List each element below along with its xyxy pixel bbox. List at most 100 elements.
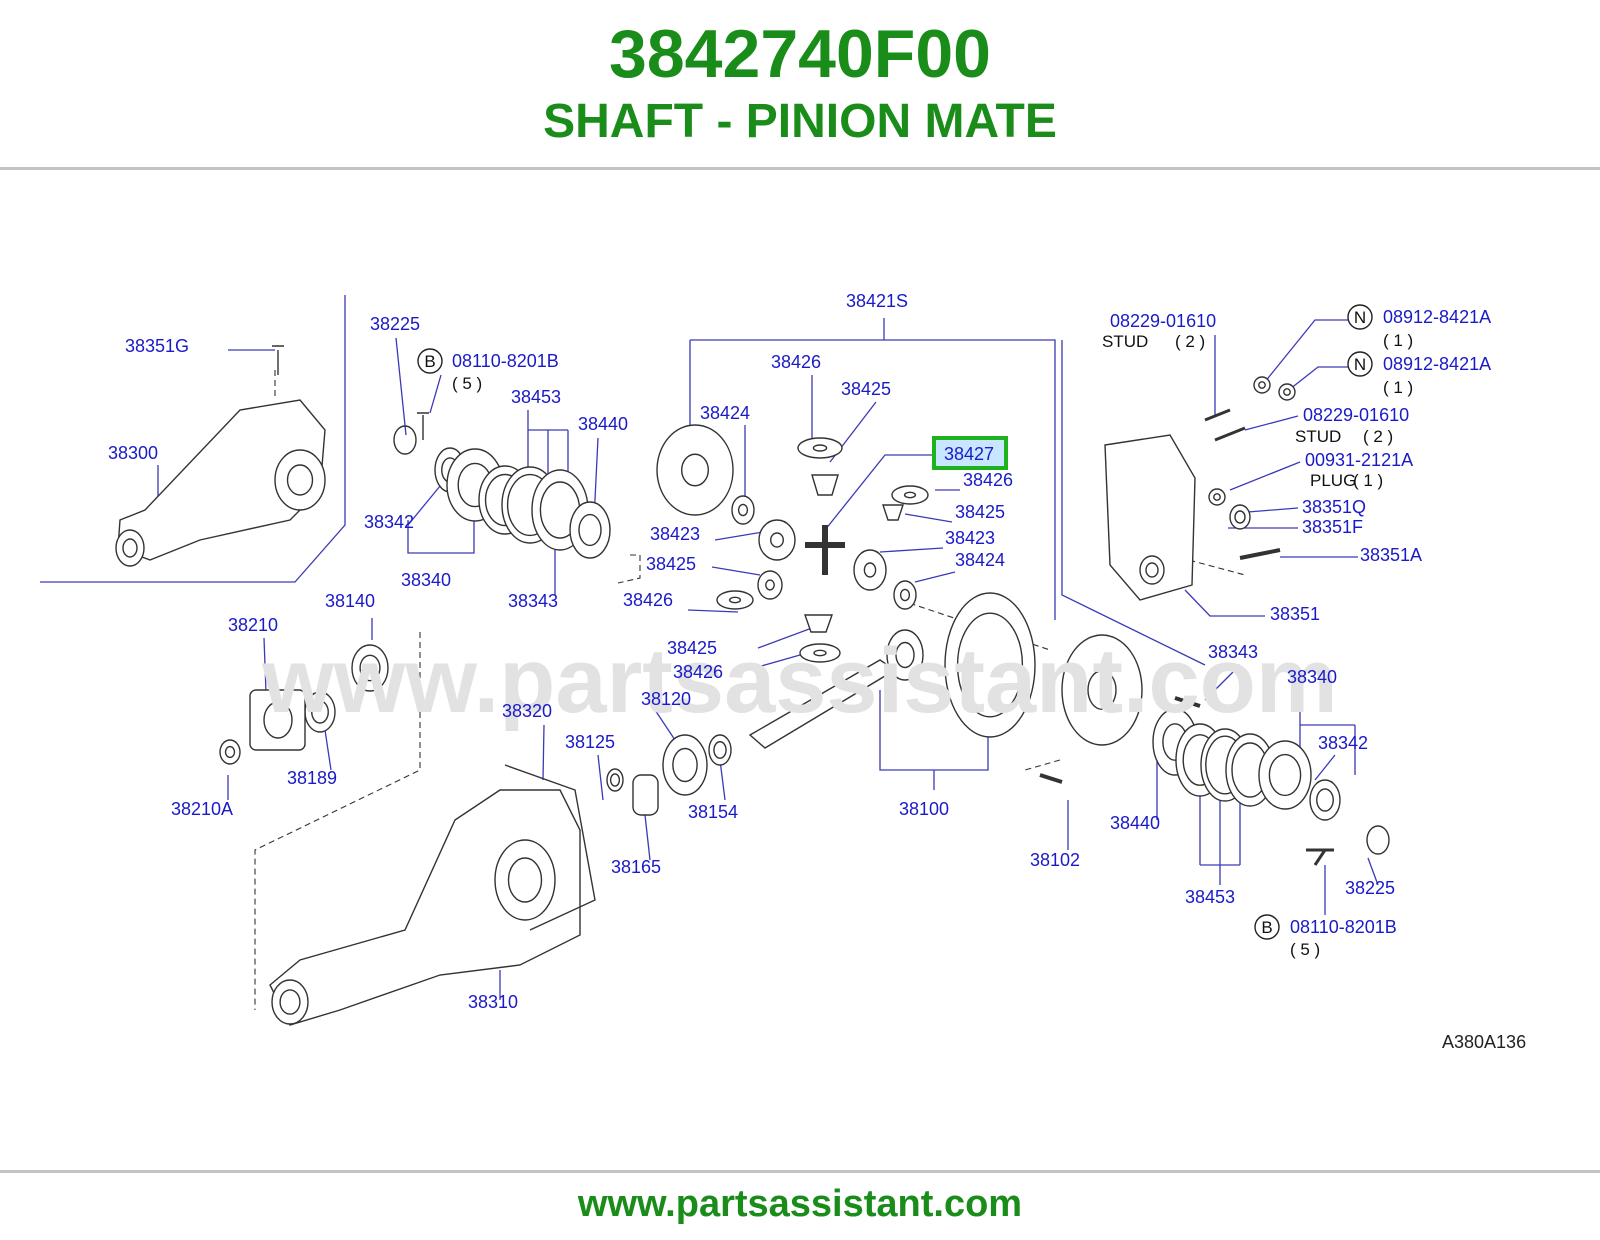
rear-cover: [1104, 434, 1196, 601]
bearing-retainer-b: [1258, 740, 1312, 810]
part-label-plug: PLUG: [1310, 471, 1356, 490]
part-label-l38351Q[interactable]: 38351Q: [1302, 497, 1366, 517]
part-label-l38140[interactable]: 38140: [325, 591, 375, 611]
leader-line: [719, 759, 726, 801]
front-bearing: [351, 644, 389, 692]
leader-line: [879, 547, 944, 553]
part-label-l38453a[interactable]: 38453: [511, 387, 561, 407]
pinion-shim: [708, 734, 732, 766]
leader-line: [1204, 664, 1241, 701]
part-label-l08912a[interactable]: 08912-8421A: [1383, 307, 1491, 327]
o-ring-b: [1366, 825, 1390, 855]
thrust-washer-b-bore: [899, 588, 911, 602]
leader-line: [1247, 507, 1299, 513]
part-label-q2a: ( 2 ): [1175, 332, 1205, 351]
part-label-l08912b[interactable]: 08912-8421A: [1383, 354, 1491, 374]
leader-line: [542, 724, 545, 781]
side-gear-b-bore: [863, 562, 877, 578]
part-label-l38424b[interactable]: 38424: [955, 550, 1005, 570]
leader-line: [1284, 366, 1348, 394]
part-label-l38210[interactable]: 38210: [228, 615, 278, 635]
oil-seal-b: [1309, 779, 1341, 821]
leader-line: [40, 295, 346, 583]
part-label-l00931[interactable]: 00931-2121A: [1305, 450, 1413, 470]
cover-nut-a-bore: [1258, 381, 1266, 389]
part-label-l38351G[interactable]: 38351G: [125, 336, 189, 356]
leader-line: [407, 479, 446, 526]
part-label-l38120[interactable]: 38120: [641, 689, 691, 709]
part-label-l38425c[interactable]: 38425: [646, 554, 696, 574]
part-label-l38423a[interactable]: 38423: [650, 524, 700, 544]
part-label-l38320[interactable]: 38320: [502, 701, 552, 721]
part-label-l38421S[interactable]: 38421S: [846, 291, 908, 311]
part-label-l38425a[interactable]: 38425: [841, 379, 891, 399]
pinion-mate-gear-b: [882, 504, 904, 521]
part-label-l38351[interactable]: 38351: [1270, 604, 1320, 624]
side-gear-c: [757, 570, 783, 600]
part-number-title: 3842740F00: [609, 16, 991, 92]
part-label-l38225a[interactable]: 38225: [370, 314, 420, 334]
part-label-l38225b[interactable]: 38225: [1345, 878, 1395, 898]
part-label-l38210A[interactable]: 38210A: [171, 799, 233, 819]
part-label-b2: B: [1261, 918, 1272, 937]
part-label-l38426c[interactable]: 38426: [623, 590, 673, 610]
part-label-l08229a[interactable]: 08229-01610: [1110, 311, 1216, 331]
part-label-l38425b[interactable]: 38425: [955, 502, 1005, 522]
carrier-housing-flange-bore: [507, 857, 543, 903]
part-label-l08110a[interactable]: 08110-8201B: [452, 351, 559, 371]
site-link[interactable]: www.partsassistant.com: [577, 1183, 1023, 1225]
cover-drain-boss-bore: [1145, 562, 1159, 578]
part-label-l38343b[interactable]: 38343: [1208, 642, 1258, 662]
part-label-l38340a[interactable]: 38340: [401, 570, 451, 590]
part-label-l38427[interactable]: 38427: [944, 444, 994, 464]
part-label-n2: N: [1354, 355, 1366, 374]
leader-line: [1199, 760, 1241, 885]
part-label-l38426a[interactable]: 38426: [771, 352, 821, 372]
part-label-l38342b[interactable]: 38342: [1318, 733, 1368, 753]
cover-plug: [1208, 488, 1226, 506]
leader-line: [407, 500, 475, 554]
part-label-l38453b[interactable]: 38453: [1185, 887, 1235, 907]
part-label-l38425d[interactable]: 38425: [667, 638, 717, 658]
cover-nut-b-bore: [1283, 388, 1291, 396]
diff-case-half: [656, 424, 734, 516]
footer-divider: [0, 1170, 1600, 1173]
part-label-l38423b[interactable]: 38423: [945, 528, 995, 548]
part-label-l38342a[interactable]: 38342: [364, 512, 414, 532]
part-label-q5a: ( 5 ): [452, 374, 482, 393]
part-label-l38351F[interactable]: 38351F: [1302, 517, 1363, 537]
part-label-l38100[interactable]: 38100: [899, 799, 949, 819]
callout-circle: [417, 348, 443, 374]
part-label-l38440a[interactable]: 38440: [578, 414, 628, 434]
part-label-l38426d[interactable]: 38426: [673, 662, 723, 682]
part-label-l38310[interactable]: 38310: [468, 992, 518, 1012]
part-label-l38154[interactable]: 38154: [688, 802, 738, 822]
oil-seal-b-bore: [1316, 788, 1334, 812]
part-label-l38440b[interactable]: 38440: [1110, 813, 1160, 833]
leader-line: [654, 709, 676, 741]
leader-line: [1259, 319, 1348, 389]
part-label-l38343a[interactable]: 38343: [508, 591, 558, 611]
part-label-l38426b[interactable]: 38426: [963, 470, 1013, 490]
pinion-washer-bore: [903, 491, 917, 499]
retainer-bolt: [417, 412, 429, 440]
part-label-l08229b[interactable]: 08229-01610: [1303, 405, 1409, 425]
part-label-l38125[interactable]: 38125: [565, 732, 615, 752]
cover-bolt: [1239, 548, 1281, 560]
part-label-l38165[interactable]: 38165: [611, 857, 661, 877]
part-label-stud1: STUD: [1102, 332, 1148, 351]
leader-line: [687, 609, 739, 613]
part-label-l38351A[interactable]: 38351A: [1360, 545, 1422, 565]
part-label-l08110b[interactable]: 08110-8201B: [1290, 917, 1397, 937]
part-label-l38189[interactable]: 38189: [287, 768, 337, 788]
part-label-l38340b[interactable]: 38340: [1287, 667, 1337, 687]
leader-line: [395, 337, 407, 436]
retainer-bolt-b: [1306, 848, 1334, 866]
leader-line: [689, 318, 1206, 666]
leader-line: [1184, 589, 1265, 617]
cover-nut-b: [1278, 383, 1296, 401]
part-label-l38300[interactable]: 38300: [108, 443, 158, 463]
diff-case-b: [1061, 634, 1143, 746]
part-label-l38102[interactable]: 38102: [1030, 850, 1080, 870]
part-label-l38424a[interactable]: 38424: [700, 403, 750, 423]
